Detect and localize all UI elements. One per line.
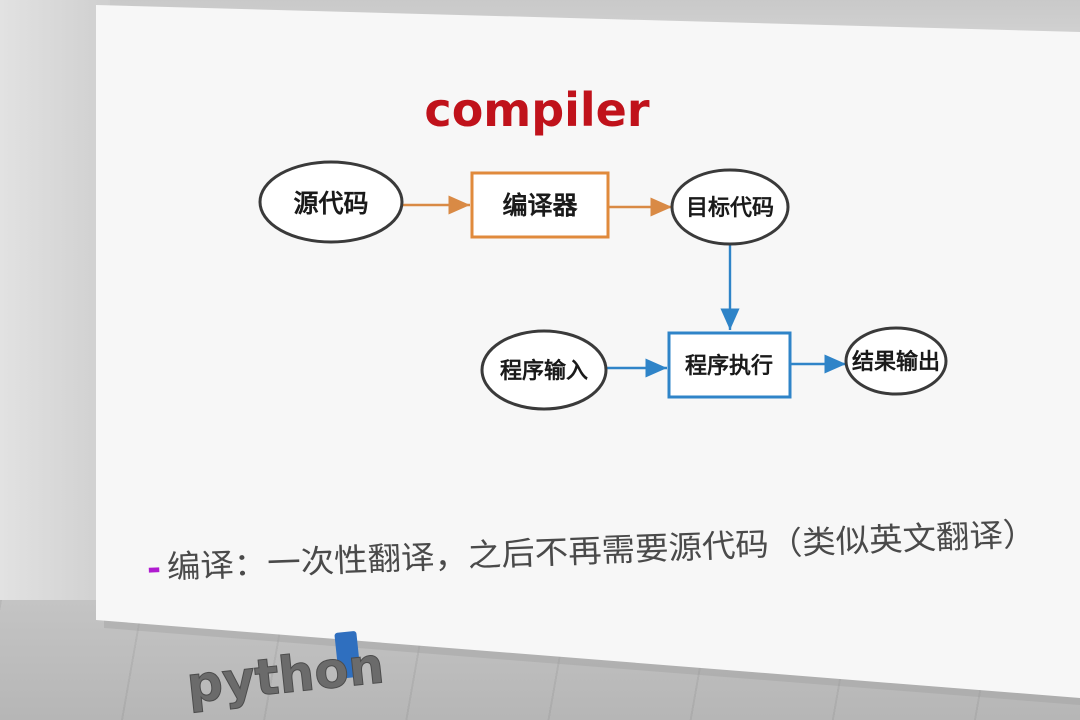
python-logo-mark (334, 631, 361, 679)
node-label: 程序输入 (500, 358, 588, 384)
node-shape (480, 329, 608, 411)
node-label: 程序执行 (685, 353, 773, 379)
node-shape (670, 168, 790, 246)
node-shape (470, 171, 610, 239)
slide-title: compiler (424, 83, 649, 137)
node-program-input: 程序输入 (480, 329, 608, 411)
node-label: 目标代码 (686, 195, 774, 221)
node-result-output: 结果输出 (844, 326, 948, 396)
node-source-code: 源代码 (258, 160, 404, 244)
node-shape (258, 160, 404, 244)
node-target-code: 目标代码 (670, 168, 790, 246)
node-compiler: 编译器 (470, 171, 610, 239)
python-logo-text: python (184, 636, 387, 714)
node-label: 编译器 (502, 191, 578, 220)
node-label: 结果输出 (852, 349, 940, 375)
node-shape (667, 331, 792, 399)
bullet-dash: - (146, 549, 162, 590)
node-program-execution: 程序执行 (667, 331, 792, 399)
node-label: 源代码 (293, 189, 368, 218)
node-shape (844, 326, 948, 396)
